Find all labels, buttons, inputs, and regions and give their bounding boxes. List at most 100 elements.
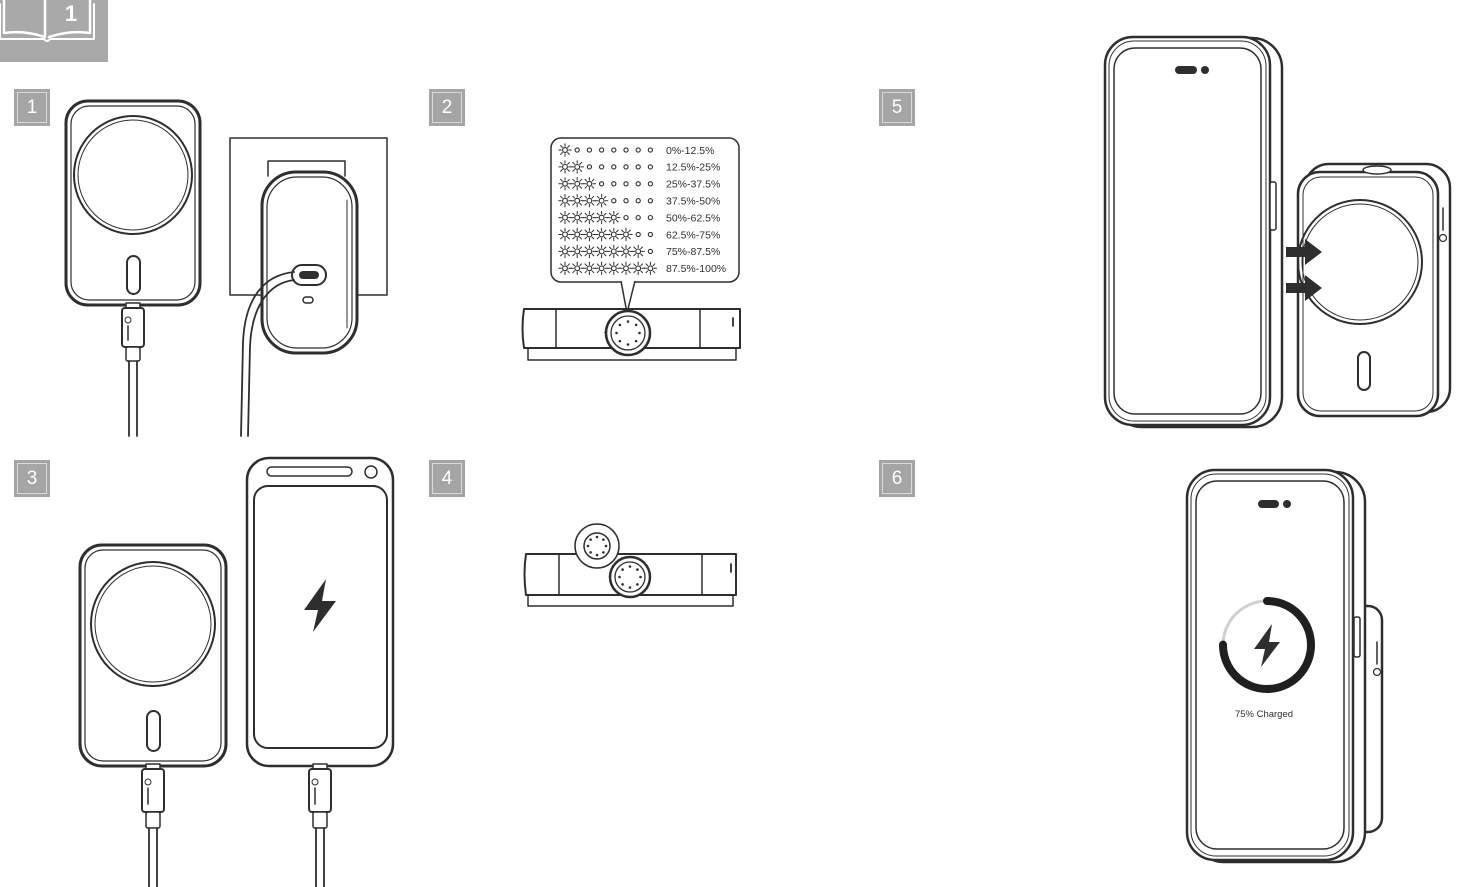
led-off-icon bbox=[647, 181, 654, 187]
phone-side-button bbox=[1353, 616, 1361, 658]
led-lit-ray bbox=[603, 229, 607, 233]
led-off-icon bbox=[635, 181, 641, 187]
led-lit-ray bbox=[560, 178, 563, 182]
power-bank-indicator-pill bbox=[146, 710, 161, 752]
led-lit-ray bbox=[603, 212, 607, 216]
led-level-label: 87.5%-100% bbox=[666, 263, 726, 275]
led-lit-ray bbox=[633, 253, 637, 257]
led-lit-ray bbox=[579, 202, 583, 206]
phone-front bbox=[1103, 35, 1272, 427]
led-lit-ray bbox=[603, 270, 607, 274]
brand-logo-icon bbox=[124, 316, 132, 341]
led-lit-icon bbox=[594, 210, 609, 225]
led-off-dot bbox=[623, 164, 629, 170]
led-lit-ray bbox=[572, 229, 576, 233]
led-lit-core bbox=[562, 265, 568, 272]
led-lit-core bbox=[623, 248, 629, 255]
led-level-icons bbox=[558, 143, 658, 275]
led-lit-core bbox=[586, 265, 593, 272]
led-off-icon bbox=[598, 164, 605, 170]
led-off-dot bbox=[574, 147, 580, 153]
cable-connector-body bbox=[141, 768, 165, 813]
led-lit-core bbox=[562, 231, 568, 238]
magnetic-ring-outer bbox=[1297, 199, 1423, 325]
wall-charger bbox=[240, 170, 359, 437]
led-lit-core bbox=[586, 231, 593, 238]
led-off-icon bbox=[647, 164, 654, 170]
power-button-led-ring bbox=[618, 565, 642, 589]
led-lit-ray bbox=[591, 178, 595, 182]
usb-c-cable bbox=[141, 763, 165, 887]
led-off-dot bbox=[611, 147, 617, 153]
led-lit-ray bbox=[603, 263, 607, 267]
led-lit-ray bbox=[603, 246, 607, 250]
led-lit-ray bbox=[572, 246, 576, 250]
led-off-dot bbox=[598, 164, 605, 170]
magnifier-bubble bbox=[574, 523, 620, 569]
led-off-dot bbox=[598, 181, 605, 187]
led-lit-ray bbox=[560, 162, 563, 165]
led-lit-ray bbox=[579, 212, 583, 216]
led-lit-ray bbox=[560, 270, 563, 274]
led-lit-ray bbox=[591, 236, 595, 240]
led-lit-ray bbox=[567, 253, 570, 257]
led-lit-ray bbox=[615, 236, 619, 240]
magnetic-ring-outer bbox=[73, 115, 193, 235]
power-bank-front bbox=[64, 99, 202, 307]
led-lit-ray bbox=[560, 195, 563, 199]
led-lit-ray bbox=[579, 246, 583, 250]
step6-illustration: 75% Charged bbox=[1185, 468, 1384, 864]
led-lit-ray bbox=[591, 202, 595, 206]
led-lit-ray bbox=[579, 219, 583, 223]
led-lit-ray bbox=[572, 263, 576, 267]
led-lit-ray bbox=[608, 229, 612, 233]
led-off-icon bbox=[623, 198, 629, 204]
led-lit-ray bbox=[584, 195, 588, 199]
led-off-icon bbox=[623, 181, 629, 187]
led-lit-ray bbox=[591, 253, 595, 257]
button-led-dot bbox=[638, 331, 641, 335]
charging-phone bbox=[245, 456, 395, 768]
phone-screen bbox=[1113, 47, 1262, 415]
power-bank-bezel bbox=[1302, 176, 1434, 412]
led-lit-ray bbox=[591, 185, 595, 189]
led-lit-ray bbox=[567, 263, 570, 267]
led-lit-ray bbox=[608, 219, 612, 223]
led-lit-ray bbox=[567, 162, 570, 165]
led-lit-core bbox=[586, 248, 593, 255]
led-off-dot bbox=[635, 214, 641, 221]
led-off-icon bbox=[647, 231, 654, 238]
led-lit-ray bbox=[633, 263, 637, 267]
led-lit-icon bbox=[570, 210, 584, 225]
led-lit-ray bbox=[615, 219, 619, 223]
button-led-dot bbox=[589, 551, 592, 554]
led-lit-ray bbox=[560, 229, 563, 233]
led-lit-ray bbox=[584, 263, 588, 267]
led-lit-ray bbox=[615, 212, 619, 216]
led-lit-icon bbox=[558, 227, 572, 242]
led-lit-ray bbox=[596, 202, 600, 206]
led-lit-ray bbox=[608, 212, 612, 216]
phone-front bbox=[1185, 468, 1355, 862]
led-off-dot bbox=[647, 231, 654, 238]
led-lit-ray bbox=[603, 236, 607, 240]
led-lit-core bbox=[562, 147, 568, 153]
step2-illustration: 0%-12.5% 12.5%-25% 25%-37.5% 37.5%-50% 5… bbox=[521, 137, 741, 361]
led-lit-core bbox=[574, 214, 581, 221]
led-lit-icon bbox=[594, 261, 609, 275]
brand-logo-icon bbox=[311, 778, 319, 805]
led-level-label: 25%-37.5% bbox=[666, 179, 720, 191]
led-lit-ray bbox=[591, 246, 595, 250]
led-off-icon bbox=[611, 198, 617, 204]
button-led-dot bbox=[636, 583, 639, 586]
phone-camera bbox=[364, 465, 378, 479]
led-lit-ray bbox=[640, 246, 644, 250]
led-lit-ray bbox=[615, 270, 619, 274]
led-off-dot bbox=[623, 214, 629, 221]
led-lit-core bbox=[598, 231, 605, 238]
led-lit-ray bbox=[572, 202, 576, 206]
led-lit-ray bbox=[560, 212, 563, 216]
led-off-dot bbox=[586, 147, 593, 153]
power-button-outer bbox=[604, 309, 652, 357]
led-lit-ray bbox=[628, 236, 631, 240]
